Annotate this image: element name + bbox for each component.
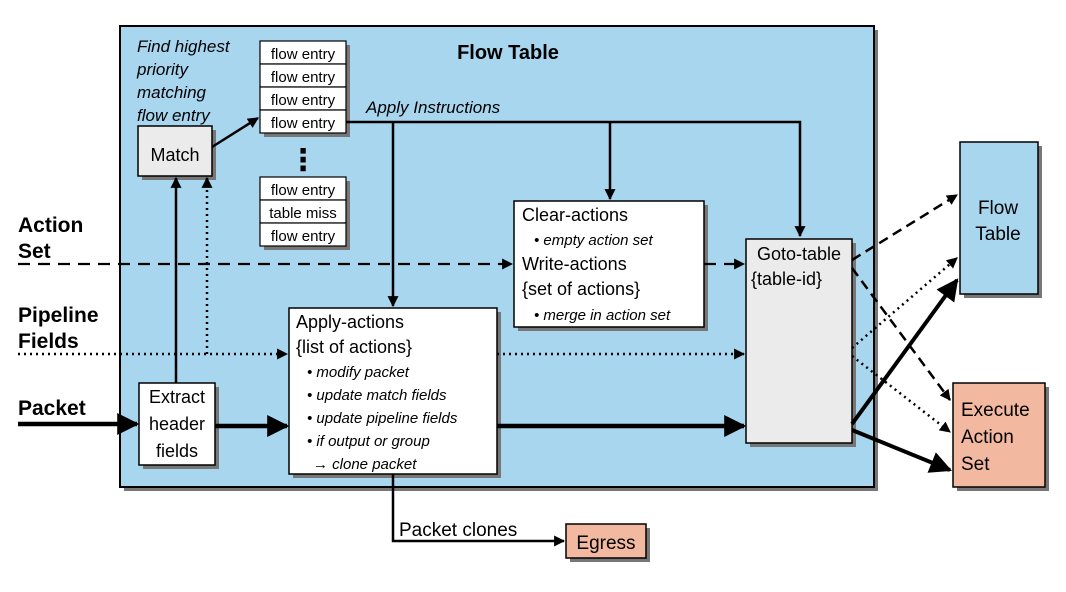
execute-action-set-line: Action	[961, 427, 1014, 448]
arrows	[18, 116, 959, 547]
apply-actions-title: Apply-actions	[296, 312, 404, 332]
match-caption-line: priority	[136, 60, 190, 79]
clear-actions-note: • empty action set	[534, 232, 653, 249]
flow-entry-label: flow entry	[271, 69, 336, 86]
goto-packet-to-table	[850, 278, 959, 426]
goto-packet-to-execute	[851, 428, 953, 473]
pipeline-fields-label: Fields	[18, 330, 79, 353]
packet-label: Packet	[18, 397, 86, 420]
match-caption-line: flow entry	[137, 106, 211, 125]
goto-dashed-to-table	[851, 193, 958, 262]
apply-instructions-line	[346, 120, 806, 238]
apply-actions-item: • if output or group	[307, 433, 430, 450]
write-actions-label: Write-actions	[522, 254, 627, 274]
flow-entry-label: flow entry	[271, 92, 336, 109]
clear-actions-label: Clear-actions	[522, 205, 628, 225]
goto-dotted-to-table	[851, 257, 958, 349]
flow-entries-top: flow entry flow entry flow entry flow en…	[259, 40, 350, 137]
match-caption-line: matching	[137, 83, 207, 102]
flow-entry-label: flow entry	[271, 46, 336, 63]
apply-actions-item: • update match fields	[307, 387, 447, 404]
apply-actions-item: • modify packet	[307, 364, 410, 381]
extract-box-line: header	[149, 414, 205, 434]
match-caption-line: Find highest	[137, 37, 231, 56]
table-miss-label: table miss	[269, 205, 337, 222]
flow-entries-bottom: flow entry table miss flow entry	[259, 176, 350, 250]
match-box-label: Match	[150, 145, 199, 165]
extract-box-line: fields	[156, 441, 198, 461]
egress-box	[565, 523, 647, 559]
goto-table-label: Goto-table	[757, 244, 841, 264]
write-actions-set: {set of actions}	[522, 279, 640, 299]
match-box	[137, 125, 213, 177]
next-flow-table-line: Table	[975, 224, 1020, 245]
next-flow-table-box	[959, 141, 1039, 295]
match-caption: Find highest priority matching flow entr…	[136, 37, 231, 125]
packet-clones-arrow	[391, 474, 566, 547]
extract-box-line: Extract	[149, 387, 205, 407]
goto-dashed-to-execute	[850, 267, 952, 401]
match-to-entry-arrow	[211, 116, 259, 149]
flow-entry-label: flow entry	[271, 115, 336, 132]
flow-entries-ellipsis: ⋮	[288, 144, 318, 177]
apply-actions-subtitle: {list of actions}	[296, 337, 412, 357]
extract-header-fields-box	[138, 382, 216, 466]
clear-write-actions-box	[513, 200, 705, 328]
goto-table-id: {table-id}	[751, 269, 822, 289]
next-flow-table-line: Flow	[978, 198, 1018, 219]
apply-actions-clone: → clone packet	[313, 456, 417, 473]
apply-actions-box	[288, 307, 498, 475]
flow-entry-label: flow entry	[271, 228, 336, 245]
packet-clones-label: Packet clones	[399, 520, 517, 541]
flow-table-title: Flow Table	[457, 42, 559, 64]
execute-action-set-line: Set	[961, 454, 990, 475]
flow-entry-cell	[259, 222, 347, 247]
execute-action-set-line: Execute	[961, 400, 1030, 421]
action-set-label: Set	[18, 240, 51, 263]
action-set-label: Action	[18, 214, 83, 237]
flow-entry-label: flow entry	[271, 182, 336, 199]
write-actions-note: • merge in action set	[534, 307, 671, 324]
pipeline-fields-label: Pipeline	[18, 304, 99, 327]
execute-action-set-box	[952, 382, 1046, 488]
egress-label: Egress	[576, 533, 635, 554]
apply-instructions-label: Apply Instructions	[365, 98, 501, 117]
goto-dotted-to-execute	[851, 355, 951, 433]
apply-actions-item: • update pipeline fields	[307, 410, 458, 427]
goto-table-box	[745, 238, 853, 444]
